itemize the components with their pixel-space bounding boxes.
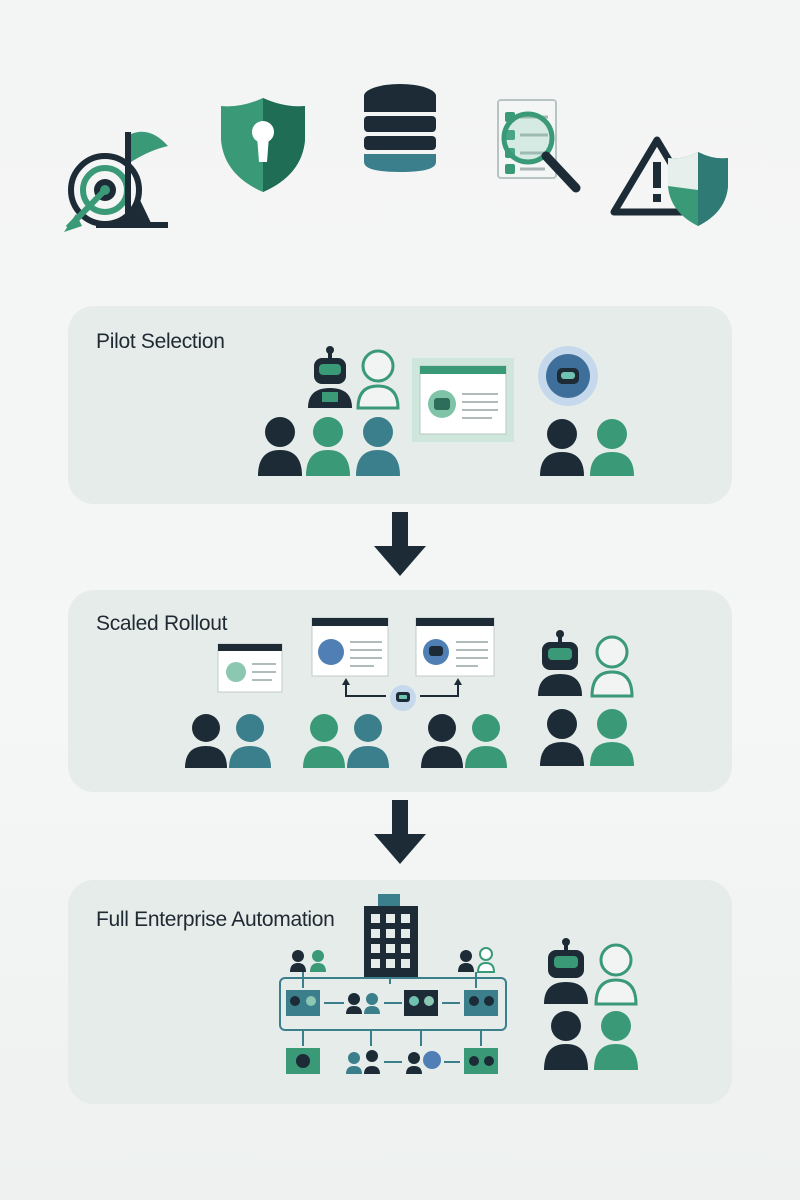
robot-icon	[308, 346, 352, 408]
connector-lines	[345, 680, 459, 697]
person-outline-icon	[356, 349, 400, 410]
warning-shield-icon	[610, 136, 728, 226]
person-outline-icon	[590, 635, 634, 698]
target-flag-icon	[64, 131, 168, 232]
robot-icon	[544, 938, 588, 1004]
robot-icon	[390, 685, 416, 711]
workflow-frame	[279, 977, 507, 1031]
ai-orb-robot-icon	[538, 346, 598, 406]
people-group	[258, 417, 400, 476]
down-arrow-icon	[374, 800, 426, 864]
people-group	[540, 709, 634, 766]
robot-icon	[538, 630, 582, 696]
people-group	[544, 1011, 638, 1070]
down-arrow-icon	[374, 512, 426, 576]
stage-title: Scaled Rollout	[96, 612, 228, 635]
stage-title: Full Enterprise Automation	[96, 908, 335, 931]
people-group	[290, 950, 326, 972]
stage-illustration	[185, 617, 634, 768]
stage-full-enterprise-automation: Full Enterprise Automation	[68, 880, 732, 1104]
database-icon	[364, 84, 436, 172]
stage-illustration	[279, 894, 638, 1074]
app-window-card	[217, 643, 283, 693]
people-group	[303, 714, 389, 768]
people-group	[540, 419, 634, 476]
stage-illustration	[258, 346, 634, 476]
stage-title: Pilot Selection	[96, 330, 225, 353]
app-window-card	[412, 358, 514, 442]
stage-scaled-rollout: Scaled Rollout	[68, 590, 732, 792]
people-group	[185, 714, 271, 768]
connector-lines	[302, 972, 482, 1046]
shield-keyhole-icon	[221, 98, 305, 192]
workflow-row	[286, 990, 498, 1016]
workflow-row	[286, 1048, 498, 1074]
top-icon-row	[64, 84, 728, 232]
app-window-card	[311, 617, 389, 677]
checklist-magnifier-icon	[497, 99, 581, 193]
people-group	[458, 947, 496, 973]
person-outline-icon	[594, 943, 638, 1006]
people-group	[421, 714, 507, 768]
office-building-icon	[364, 894, 418, 978]
stage-pilot-selection: Pilot Selection	[68, 306, 732, 504]
app-window-card	[415, 617, 495, 677]
